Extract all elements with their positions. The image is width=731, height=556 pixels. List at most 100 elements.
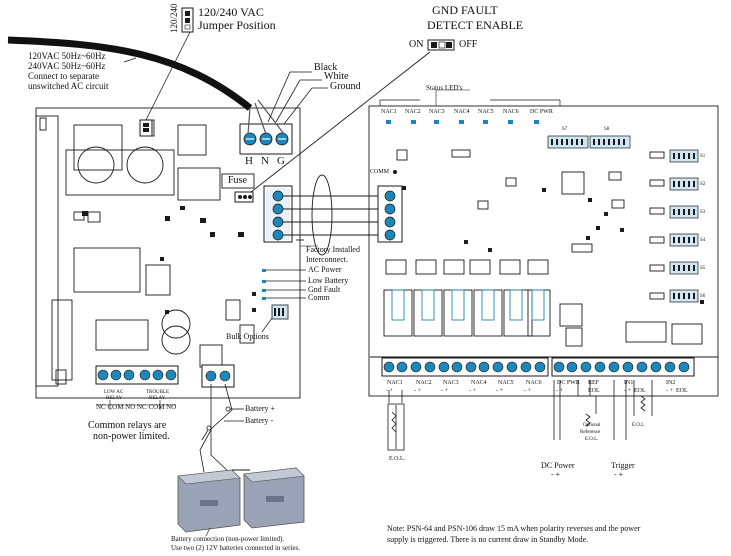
switch-s1-label: S1 xyxy=(700,154,706,159)
common-relays-line1: Common relays are xyxy=(88,420,167,431)
ac-input-line1: 120VAC 50Hz~60Hz xyxy=(28,51,106,61)
switch-s5-label: S5 xyxy=(700,266,706,271)
nac-board-components xyxy=(402,186,704,304)
terminal-h-label: H xyxy=(245,155,253,167)
eol-label: E.O.L. xyxy=(389,456,406,462)
in1-eol: EOL xyxy=(634,388,646,394)
terminal-ref-label: REF xyxy=(588,380,600,386)
terminal-nac5-label: NAC5 xyxy=(498,380,514,386)
gnd-fault-on-label: ON xyxy=(409,39,424,50)
board-components xyxy=(82,206,256,314)
terminal-wires xyxy=(387,380,653,451)
bottom-terminal-strip xyxy=(381,357,695,377)
battery-minus-label: Battery - xyxy=(245,416,274,425)
switch-s3-label: S3 xyxy=(700,210,706,215)
terminal-g-label: G xyxy=(277,155,285,167)
switch-s6-label: S6 xyxy=(700,294,706,299)
optional-ref-line1: Optional xyxy=(583,423,601,428)
terminal-in2-label: IN2 xyxy=(666,380,676,386)
terminal-in1-label: IN1 xyxy=(624,380,634,386)
fuse-label: Fuse xyxy=(228,175,247,186)
common-relays-line2: non-power limited. xyxy=(93,431,170,442)
battery-plus-label: Battery + xyxy=(245,404,276,413)
bulk-options-label: Bulk Options xyxy=(226,332,269,341)
relay-low-ac-line1: LOW AC xyxy=(104,390,124,395)
comm-led-label: COMM xyxy=(370,169,390,175)
interconnect-wires xyxy=(283,174,384,256)
terminal-nac4-label: NAC4 xyxy=(471,380,487,386)
relay-contacts-right: NC COM NO xyxy=(137,403,177,411)
led-label-nac4: NAC4 xyxy=(454,109,470,115)
gnd-fault-off-label: OFF xyxy=(459,39,478,50)
right-comm-terminal xyxy=(377,170,403,243)
gnd-fault-title-line1: GND FAULT xyxy=(432,3,498,17)
led-label-nac6: NAC6 xyxy=(503,109,519,115)
power-supply-board xyxy=(35,107,301,399)
s8-label: S8 xyxy=(604,127,610,132)
relay-trouble-line1: TROUBLE xyxy=(146,390,170,395)
indicator-low-battery: Low Battery xyxy=(308,276,349,285)
bulk-options-dip xyxy=(261,304,289,333)
wire-white-label: White xyxy=(324,71,349,82)
relay-contacts-left: NC COM NO xyxy=(96,403,136,411)
led-label-dc-pwr: DC PWR xyxy=(530,109,553,115)
nac1-polarity: - + xyxy=(386,388,393,394)
side-dip-switches xyxy=(669,149,699,303)
switch-s4-label: S4 xyxy=(700,238,706,243)
battery-note-line1: Battery connection (non-power limited). xyxy=(171,535,285,543)
jumper-title-line2: Jumper Position xyxy=(198,18,276,32)
nac2-polarity: - + xyxy=(414,388,421,394)
batteries xyxy=(177,467,305,533)
relay-terminals xyxy=(95,365,179,410)
relay-trouble-line2: RELAY xyxy=(149,396,166,401)
optional-ref-line3: E.O.L. xyxy=(585,437,599,442)
optional-ref-line2: Reference xyxy=(580,430,601,435)
gnd-jumper-board xyxy=(234,191,254,203)
wire-ground-label: Ground xyxy=(330,81,361,92)
led-label-nac2: NAC2 xyxy=(405,109,421,115)
nac5-polarity: - + xyxy=(496,388,503,394)
ref-eol: EOL xyxy=(588,388,600,394)
factory-label-line2: Interconnect. xyxy=(306,255,348,264)
note-line2: supply is triggered. There is no current… xyxy=(387,535,589,544)
in2-polarity: - + xyxy=(666,388,673,394)
terminal-nac6-label: NAC6 xyxy=(526,380,542,386)
eol-in1-label: E.O.L. xyxy=(632,423,646,428)
terminal-nac3-label: NAC3 xyxy=(443,380,459,386)
jumper-vertical-label: 120/240 xyxy=(169,3,179,33)
hng-terminal-block xyxy=(239,123,293,155)
note-line1: Note: PSN-64 and PSN-106 draw 15 mA when… xyxy=(387,524,641,533)
nac3-polarity: - + xyxy=(441,388,448,394)
terminal-dc-pwr-label: DC PWR xyxy=(557,380,580,386)
s7-label: S7 xyxy=(562,127,568,132)
switch-s2-label: S2 xyxy=(700,182,706,187)
indicator-ac-power: AC Power xyxy=(308,265,342,274)
relay-low-ac-line2: RELAY xyxy=(106,396,123,401)
led-label-nac1: NAC1 xyxy=(381,109,397,115)
wire-black-label: Black xyxy=(314,62,338,73)
in2-eol: EOL xyxy=(676,388,688,394)
ac-input-line4: unswitched AC circuit xyxy=(28,81,109,91)
trigger-polarity: - + xyxy=(614,470,624,479)
ac-cable xyxy=(7,36,253,111)
battery-terminal xyxy=(201,364,235,388)
ac-input-line2: 240VAC 50Hz~60Hz xyxy=(28,61,106,71)
nac-relays xyxy=(391,289,545,321)
jumper-symbol xyxy=(181,7,194,33)
gnd-fault-title-line2: DETECT ENABLE xyxy=(427,18,524,32)
leader-lines xyxy=(300,89,470,247)
status-indicator-leds xyxy=(262,269,306,300)
gnd-fault-switch xyxy=(427,39,455,51)
nac6-polarity: - + xyxy=(524,388,531,394)
battery-note-line2: Use two (2) 12V batteries connected in s… xyxy=(171,544,300,552)
ac-input-line3: Connect to separate xyxy=(28,71,99,81)
dc-power-polarity: - + xyxy=(551,470,561,479)
nac-board xyxy=(368,105,719,397)
dc-pwr-polarity: - + xyxy=(556,388,563,394)
jumper-title-line1: 120/240 VAC xyxy=(198,5,264,19)
dc-power-label: DC Power xyxy=(541,461,575,470)
led-label-nac5: NAC5 xyxy=(478,109,494,115)
jumper-on-board xyxy=(139,119,153,137)
in1-polarity: - + xyxy=(624,388,631,394)
